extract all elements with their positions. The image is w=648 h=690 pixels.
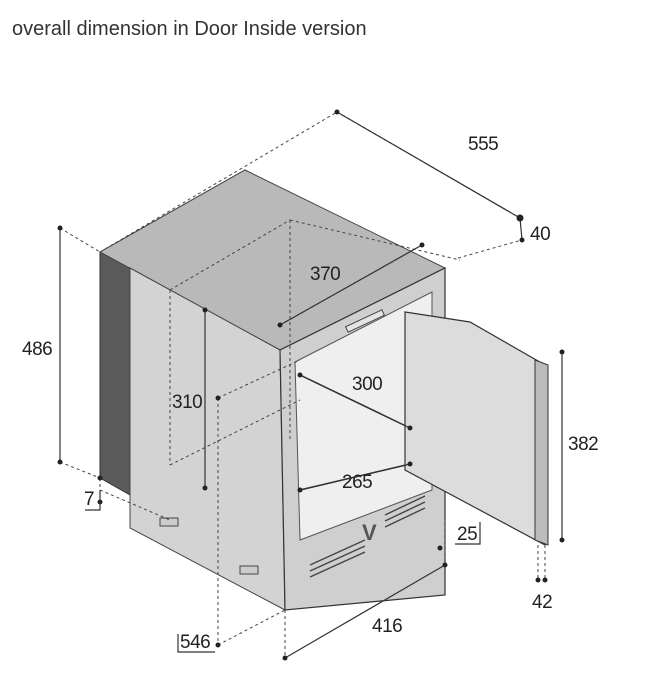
dim-inner-depth: 370 xyxy=(310,264,340,285)
dim-door-foot: 42 xyxy=(532,592,552,613)
caption: overall dimension in Door Inside version xyxy=(12,18,367,40)
dim-inner-height: 310 xyxy=(172,392,202,413)
dimension-dots xyxy=(57,109,565,661)
dimension-lines xyxy=(59,111,563,659)
dim-inner-width-bottom: 265 xyxy=(342,472,372,493)
foot-right xyxy=(239,565,259,575)
vent-grille xyxy=(309,495,426,578)
brand-logo-v: V xyxy=(362,520,377,545)
dim-depth-total: 555 xyxy=(468,134,498,155)
inner-cavity xyxy=(294,291,433,541)
dim-door-gap: 25 xyxy=(457,524,477,545)
dim-depth-bottom: 546 xyxy=(180,632,210,653)
dim-door-offset: 40 xyxy=(530,224,550,245)
dim-front-width: 416 xyxy=(372,616,402,637)
dim-door-height: 382 xyxy=(568,434,598,455)
dim-inner-width-top: 300 xyxy=(352,374,382,395)
dim-base-gap: 7 xyxy=(84,489,94,510)
foot-left xyxy=(159,517,179,527)
door-edge xyxy=(534,359,549,546)
dim-height-total: 486 xyxy=(22,339,52,360)
handle xyxy=(344,309,386,333)
bracket-marks xyxy=(85,490,481,653)
